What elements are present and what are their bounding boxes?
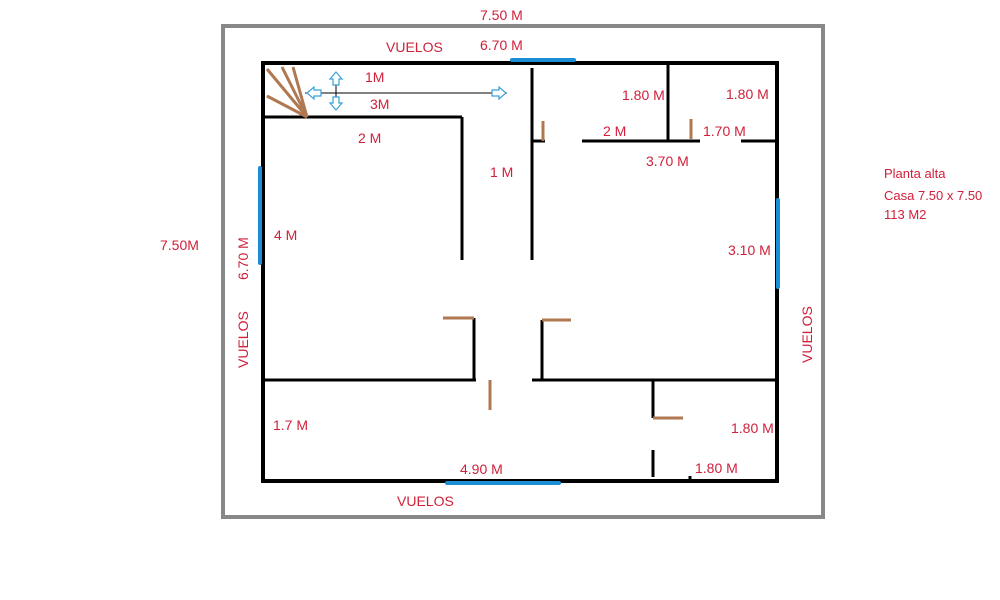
left-total-label: 7.50M	[160, 237, 199, 253]
staircase-icon	[265, 66, 309, 119]
bottom-right-label-2: 1.80 M	[695, 460, 738, 476]
arrow-up-icon	[328, 71, 344, 86]
vuelos-bottom-label: VUELOS	[397, 493, 454, 509]
lot-outline	[221, 24, 825, 519]
stair-1m-label: 1M	[365, 69, 384, 85]
room-3-70-label: 3.70 M	[646, 153, 689, 169]
bath1-label: 1.80 M	[622, 87, 665, 103]
bottom-window-label: 4.90 M	[460, 461, 503, 477]
interior-walls	[263, 63, 777, 481]
vuelos-right-label: VUELOS	[799, 306, 815, 363]
room-3-10-label: 3.10 M	[728, 242, 771, 258]
arrow-right-icon	[491, 85, 507, 101]
arrow-left-icon	[306, 85, 322, 101]
bottom-right-label: 1.80 M	[731, 420, 774, 436]
top-total-label: 7.50 M	[480, 7, 523, 23]
vuelos-left-label: VUELOS	[235, 311, 251, 368]
doors	[443, 119, 693, 420]
note-title: Planta alta	[884, 166, 946, 181]
exterior-walls	[261, 61, 779, 483]
note-area: 113 M2	[884, 207, 926, 222]
room-2m-label: 2 M	[358, 130, 381, 146]
left-window-label: 6.70 M	[235, 237, 251, 280]
top-1-70-label: 1.70 M	[703, 123, 746, 139]
top-2m-label: 2 M	[603, 123, 626, 139]
hall-1m-label: 1 M	[490, 164, 513, 180]
room-4m-label: 4 M	[274, 227, 297, 243]
stair-3m-label: 3M	[370, 96, 389, 112]
note-dimensions: Casa 7.50 x 7.50	[884, 188, 982, 203]
bath2-label: 1.80 M	[726, 86, 769, 102]
bottom-1-7-label: 1.7 M	[273, 417, 308, 433]
plan-notes: Planta alta Casa 7.50 x 7.50 113 M2	[884, 166, 982, 222]
vuelos-top-label: VUELOS	[386, 39, 443, 55]
windows	[258, 58, 780, 485]
top-window-label: 6.70 M	[480, 37, 523, 53]
arrow-down-icon	[328, 96, 344, 111]
